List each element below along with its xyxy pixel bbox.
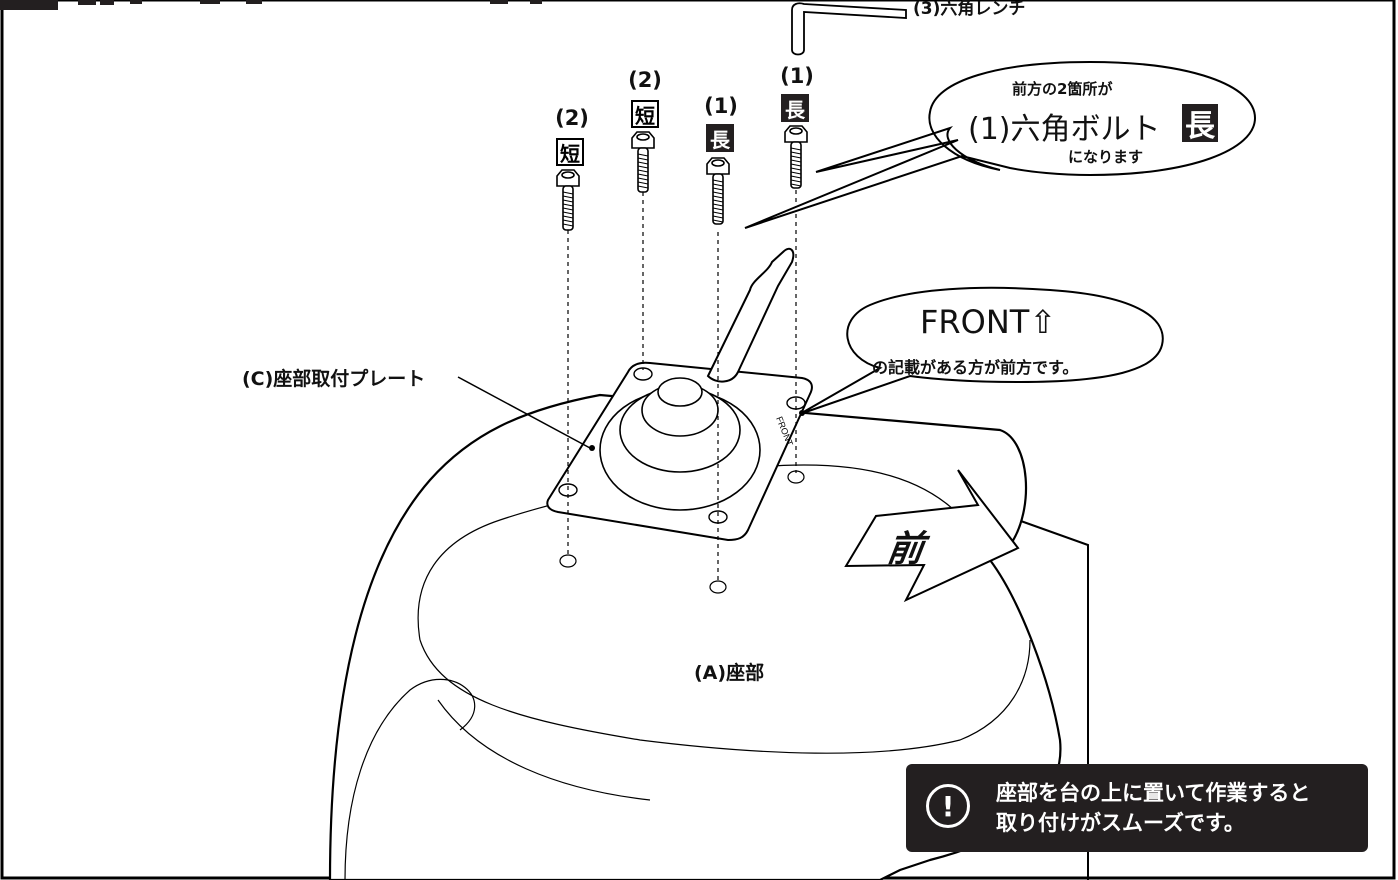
hex-bolt-1-short	[556, 169, 580, 231]
bolt-3-long-tag: 長	[706, 124, 734, 152]
hex-bolt-3-long	[706, 157, 730, 225]
height-lever	[706, 247, 795, 383]
bolt-2-short-tag: 短	[631, 100, 659, 128]
callout-bolts-line1: 前方の2箇所が	[1012, 80, 1113, 98]
bolts	[556, 125, 808, 231]
bolt-4-long-tag: 長	[781, 94, 809, 122]
warning-line2: 取り付けがスムーズです。	[996, 811, 1245, 835]
callout-bolts-long-tag: 長	[1182, 104, 1218, 144]
callout-front-text: の記載がある方が前方です。	[872, 358, 1079, 377]
warning-text: 座部を台の上に置いて作業すると 取り付けがスムーズです。	[996, 778, 1310, 838]
exclamation-circle-icon: !	[926, 784, 970, 828]
step-marker	[0, 0, 58, 10]
bolt-2-number: (2)	[628, 68, 662, 92]
warning-line1: 座部を台の上に置いて作業すると	[996, 781, 1311, 805]
bolt-1-short-tag: 短	[556, 138, 584, 166]
callout-front-title: FRONT⇧	[920, 303, 1057, 341]
bolt-3-number: (1)	[704, 94, 738, 118]
seat-holes	[559, 470, 805, 594]
leader-lines	[457, 376, 591, 449]
plate-boss	[599, 377, 761, 511]
callout-bolts-line2: (1)六角ボルト	[968, 112, 1161, 147]
seat-label: (A)座部	[694, 662, 765, 684]
hex-wrench-icon	[791, 2, 907, 56]
front-direction-label: 前	[884, 529, 927, 570]
callout-bolts-line3: になります	[1068, 148, 1144, 166]
alignment-lines	[567, 190, 797, 583]
leader-dot	[589, 445, 595, 451]
plate-label: (C)座部取付プレート	[242, 368, 426, 390]
bolt-callout-bubble	[744, 60, 1257, 229]
header-fragment	[78, 0, 542, 5]
bolt-1-number: (2)	[555, 106, 589, 130]
hex-bolt-2-short	[631, 131, 655, 193]
wrench-label: (3)六角レンチ	[913, 0, 1026, 19]
bolt-4-number: (1)	[780, 64, 814, 88]
front-callout-bubble	[799, 286, 1164, 415]
front-arrow	[844, 469, 1020, 603]
leader-dot	[799, 410, 805, 416]
warning-box: ! 座部を台の上に置いて作業すると 取り付けがスムーズです。	[906, 764, 1368, 852]
hex-bolt-4-long	[784, 125, 808, 189]
